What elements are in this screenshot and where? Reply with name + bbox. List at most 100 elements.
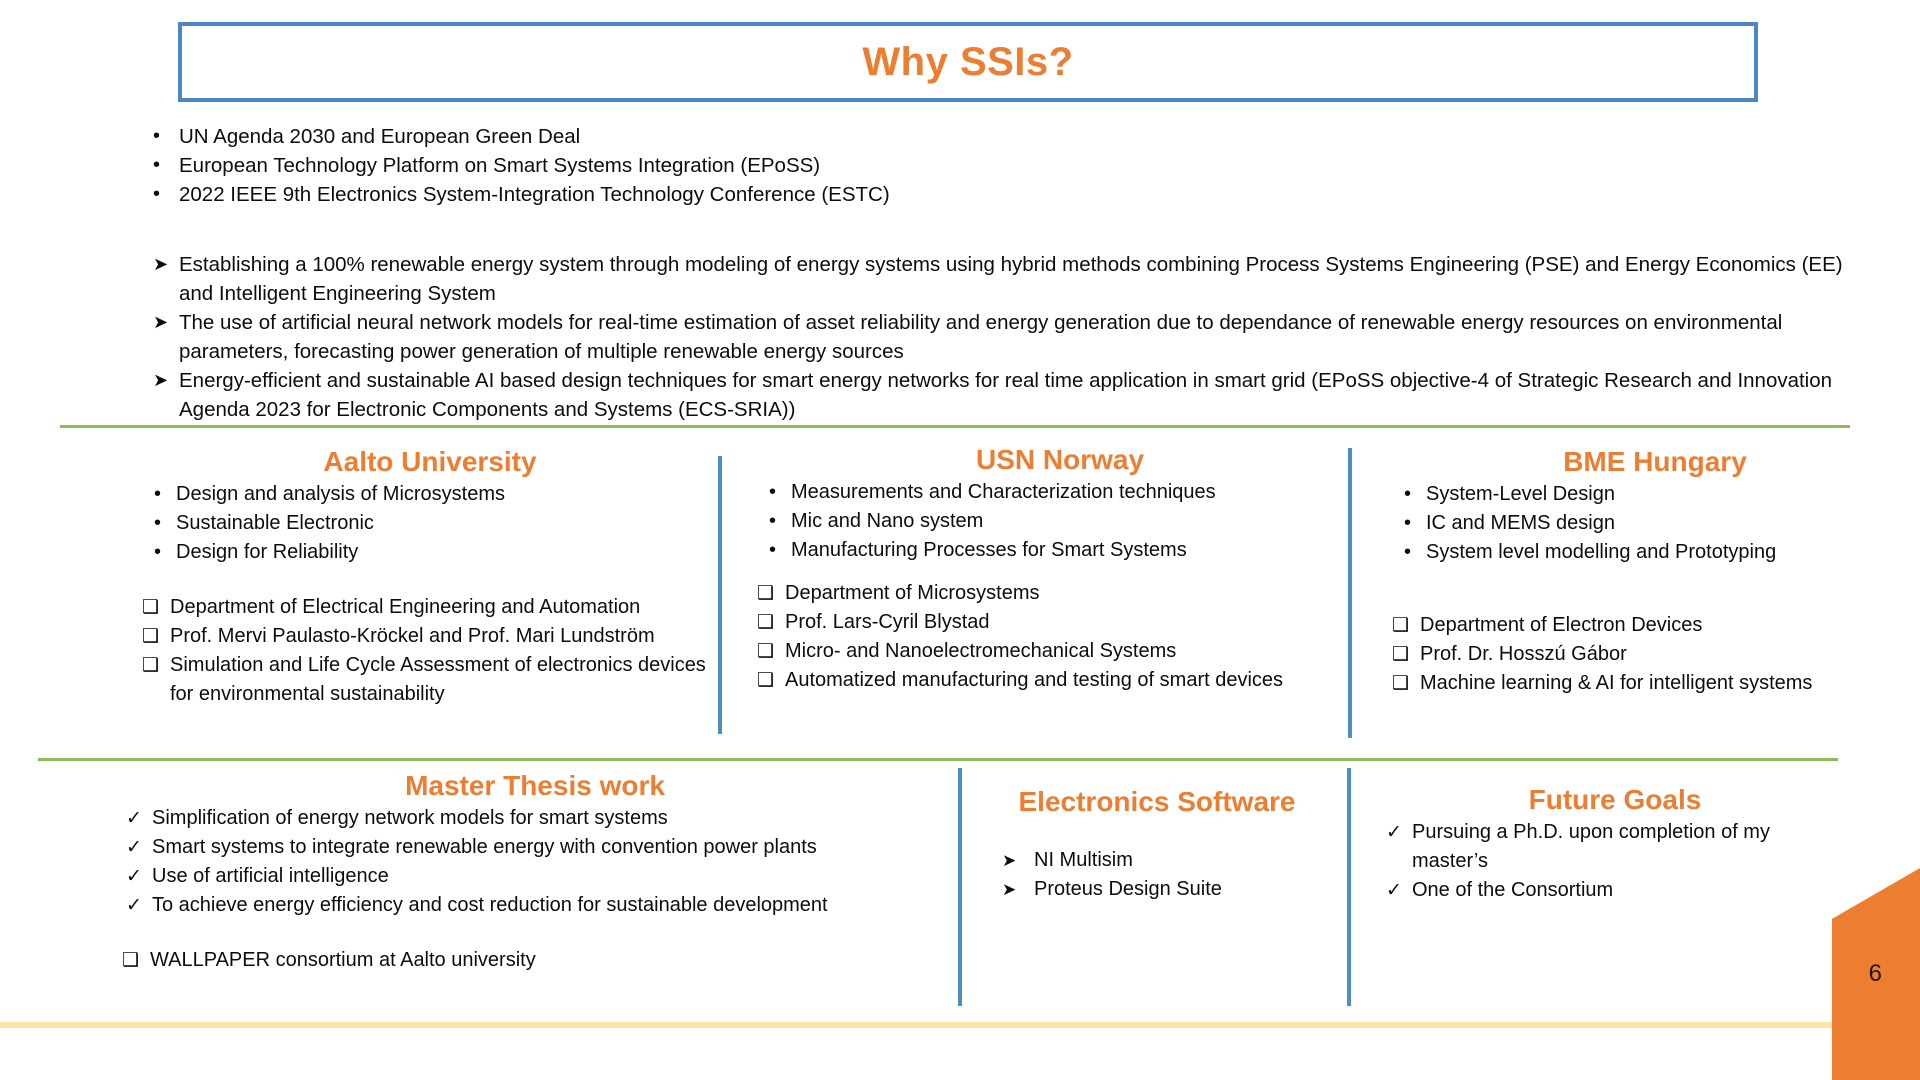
bullet-dot-icon: •	[1404, 483, 1412, 505]
list-item-label: Proteus Design Suite	[1034, 878, 1222, 900]
master-thesis-column: Master Thesis work ✓ Simplification of e…	[120, 770, 950, 975]
checkbox-square-icon: ❑	[757, 612, 775, 633]
list-item: ❑ Department of Electrical Engineering a…	[140, 593, 720, 622]
check-icon: ✓	[126, 895, 142, 916]
partner-column-usn: USN Norway • Measurements and Characteri…	[755, 444, 1365, 695]
list-item: • IC and MEMS design	[1390, 509, 1920, 538]
list-item: • 2022 IEEE 9th Electronics System-Integ…	[145, 180, 1845, 209]
divider-vertical-software-goals	[1347, 768, 1351, 1006]
list-item: • System level modelling and Prototyping	[1390, 538, 1920, 567]
list-item-label: To achieve energy efficiency and cost re…	[152, 894, 828, 916]
list-item-label: Automatized manufacturing and testing of…	[785, 669, 1284, 691]
divider-vertical-aalto-usn	[718, 456, 722, 734]
divider-green-bottom	[38, 758, 1838, 761]
objective-bullet-section: ➤ Establishing a 100% renewable energy s…	[145, 250, 1855, 424]
list-item-label: Sustainable Electronic	[176, 512, 374, 534]
bullet-dot-icon: •	[769, 539, 777, 561]
partner-topic-list: • Measurements and Characterization tech…	[755, 478, 1365, 565]
list-item-label: Smart systems to integrate renewable ene…	[152, 836, 817, 858]
list-item: ❑ Simulation and Life Cycle Assessment o…	[140, 651, 720, 709]
checkbox-square-icon: ❑	[757, 583, 775, 604]
arrow-right-icon: ➤	[153, 370, 169, 390]
check-icon: ✓	[1386, 822, 1402, 843]
spacer	[972, 820, 1342, 846]
list-item: • Manufacturing Processes for Smart Syst…	[755, 536, 1365, 565]
list-item: • Design for Reliability	[140, 538, 720, 567]
checkbox-square-icon: ❑	[142, 597, 160, 618]
list-item-label: Use of artificial intelligence	[152, 865, 389, 887]
spacer	[755, 565, 1365, 579]
spacer	[120, 920, 950, 946]
partners-section: Aalto University • Design and analysis o…	[0, 438, 1920, 754]
list-item: ✓ Pursuing a Ph.D. upon completion of my…	[1380, 818, 1850, 876]
bullet-dot-icon: •	[153, 125, 161, 147]
list-item-label: Simulation and Life Cycle Assessment of …	[170, 654, 706, 705]
list-item: ➤ Energy-efficient and sustainable AI ba…	[145, 366, 1855, 424]
list-item: ➤ Establishing a 100% renewable energy s…	[145, 250, 1855, 308]
checkbox-square-icon: ❑	[757, 641, 775, 662]
list-item-label: Energy-efficient and sustainable AI base…	[179, 369, 1833, 421]
check-icon: ✓	[126, 866, 142, 887]
list-item: ❑ Automatized manufacturing and testing …	[755, 666, 1365, 695]
future-goals-column: Future Goals ✓ Pursuing a Ph.D. upon com…	[1380, 784, 1850, 905]
list-item: ➤ NI Multisim	[972, 846, 1342, 875]
divider-vertical-thesis-software	[958, 768, 962, 1006]
master-thesis-heading: Master Thesis work	[405, 770, 665, 801]
page-number: 6	[1868, 960, 1882, 987]
future-goals-heading: Future Goals	[1528, 784, 1702, 815]
checkbox-square-icon: ❑	[757, 670, 775, 691]
list-item-label: European Technology Platform on Smart Sy…	[179, 154, 821, 177]
check-icon: ✓	[1386, 880, 1402, 901]
list-item: ❑ Prof. Mervi Paulasto-Kröckel and Prof.…	[140, 622, 720, 651]
check-icon: ✓	[126, 837, 142, 858]
list-item: ❑ WALLPAPER consortium at Aalto universi…	[120, 946, 950, 975]
bullet-dot-icon: •	[1404, 541, 1412, 563]
list-item: ✓ Use of artificial intelligence	[120, 862, 950, 891]
list-item-label: Establishing a 100% renewable energy sys…	[179, 253, 1843, 305]
list-item: • Design and analysis of Microsystems	[140, 480, 720, 509]
checkbox-square-icon: ❑	[1392, 615, 1410, 636]
bullet-dot-icon: •	[1404, 512, 1412, 534]
partner-detail-list: ❑ Department of Electron Devices ❑ Prof.…	[1390, 611, 1920, 698]
list-item-label: System level modelling and Prototyping	[1426, 541, 1777, 563]
list-item: ❑ Prof. Dr. Hosszú Gábor	[1390, 640, 1920, 669]
bullet-dot-icon: •	[154, 512, 162, 534]
list-item-label: One of the Consortium	[1412, 879, 1614, 901]
arrow-right-icon: ➤	[1002, 880, 1017, 899]
partner-detail-list: ❑ Department of Microsystems ❑ Prof. Lar…	[755, 579, 1365, 695]
spacer	[1390, 567, 1920, 611]
list-item: ➤ Proteus Design Suite	[972, 875, 1342, 904]
partner-column-aalto: Aalto University • Design and analysis o…	[140, 446, 720, 709]
list-item-label: Measurements and Characterization techni…	[791, 481, 1216, 503]
bullet-dot-icon: •	[154, 483, 162, 505]
list-item: ❑ Department of Microsystems	[755, 579, 1365, 608]
bullet-dot-icon: •	[154, 541, 162, 563]
list-item: • Sustainable Electronic	[140, 509, 720, 538]
spacer	[140, 567, 720, 593]
partner-topic-list: • System-Level Design • IC and MEMS desi…	[1390, 480, 1920, 567]
bullet-dot-icon: •	[769, 481, 777, 503]
arrow-right-icon: ➤	[153, 312, 169, 332]
intro-bullet-section: • UN Agenda 2030 and European Green Deal…	[145, 122, 1845, 209]
list-item-label: System-Level Design	[1426, 483, 1615, 505]
list-item-label: Design and analysis of Microsystems	[176, 483, 506, 505]
partner-heading: Aalto University	[323, 446, 537, 477]
list-item-label: Prof. Mervi Paulasto-Kröckel and Prof. M…	[170, 625, 655, 647]
list-item: • System-Level Design	[1390, 480, 1920, 509]
check-icon: ✓	[126, 808, 142, 829]
list-item-label: NI Multisim	[1034, 849, 1133, 871]
list-item-label: Simplification of energy network models …	[152, 807, 668, 829]
list-item-label: 2022 IEEE 9th Electronics System-Integra…	[179, 183, 890, 206]
list-item-label: Prof. Dr. Hosszú Gábor	[1420, 643, 1627, 665]
divider-green-top	[60, 425, 1850, 428]
partner-column-bme: BME Hungary • System-Level Design • IC a…	[1390, 446, 1920, 698]
list-item-label: UN Agenda 2030 and European Green Deal	[179, 125, 581, 148]
bullet-dot-icon: •	[153, 154, 161, 176]
list-item: • Measurements and Characterization tech…	[755, 478, 1365, 507]
list-item: ❑ Prof. Lars-Cyril Blystad	[755, 608, 1365, 637]
list-item-label: Manufacturing Processes for Smart System…	[791, 539, 1187, 561]
electronics-software-heading: Electronics Software	[1018, 786, 1296, 817]
bullet-dot-icon: •	[153, 183, 161, 205]
list-item: • European Technology Platform on Smart …	[145, 151, 1845, 180]
partner-heading: BME Hungary	[1563, 446, 1747, 477]
